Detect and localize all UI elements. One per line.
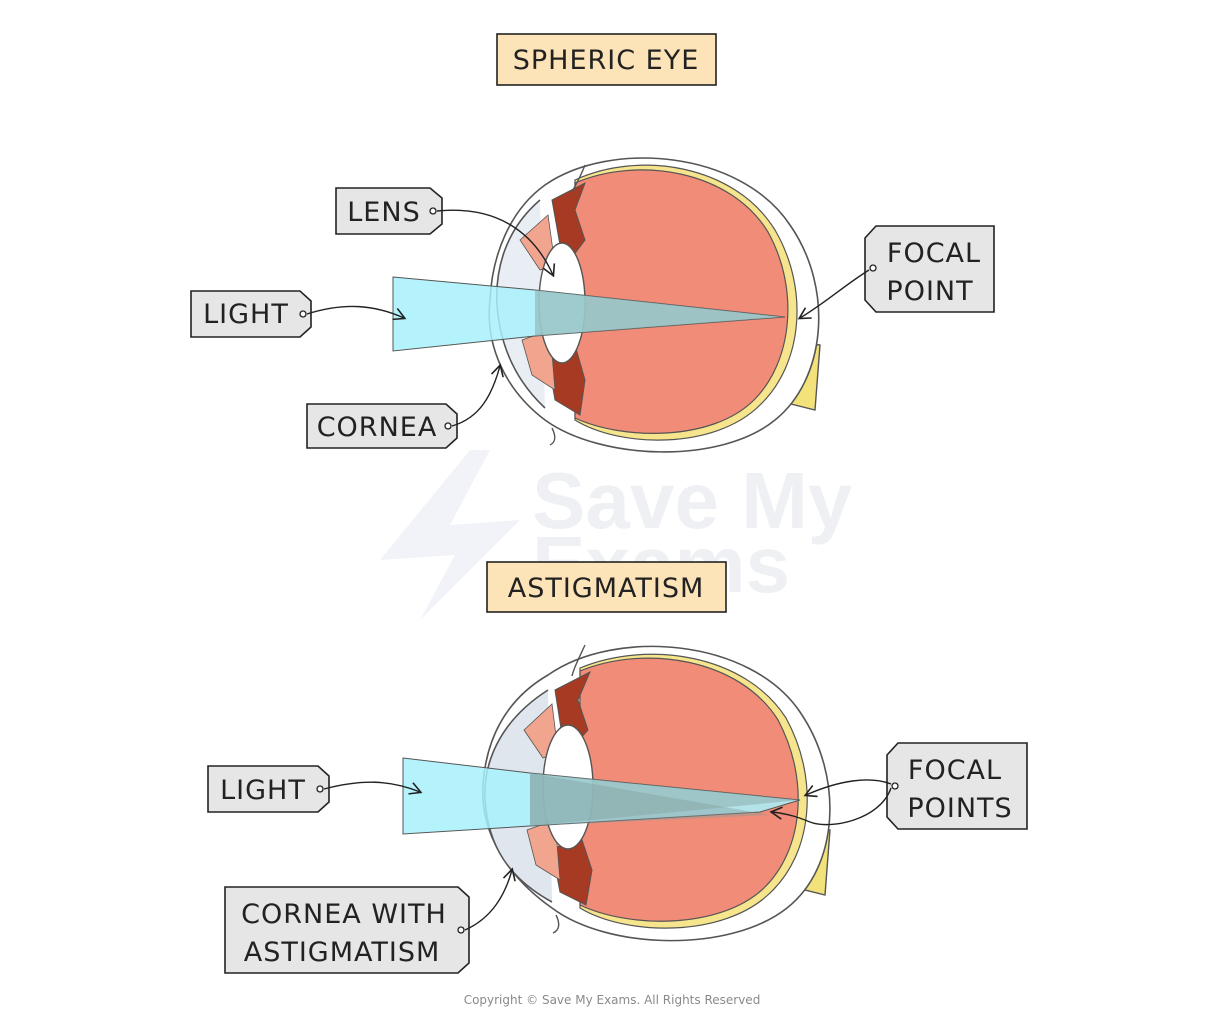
watermark-bolt-icon: [380, 450, 520, 620]
label-cornea: CORNEA: [306, 363, 504, 449]
label-cornea-astigmatism: CORNEA WITH ASTIGMATISM: [224, 867, 516, 974]
eyeball-body: [574, 169, 789, 434]
label-light-top: LIGHT: [190, 290, 407, 338]
label-focal-point-line-2: POINT: [886, 276, 973, 307]
label-focal-points-line-2: POINTS: [907, 793, 1012, 824]
title-spheric-eye: SPHERIC EYE: [513, 45, 700, 76]
label-lens-text: LENS: [347, 197, 420, 228]
eye-illustration: [392, 157, 821, 453]
label-light-bottom: LIGHT: [207, 765, 423, 813]
spheric-eye-section: SPHERIC EYE: [190, 33, 995, 453]
title-astigmatism: ASTIGMATISM: [508, 573, 705, 604]
label-focal-point-line-1: FOCAL: [887, 238, 981, 269]
watermark-line-1: Save My: [532, 456, 853, 545]
title-box-astigmatism: ASTIGMATISM: [486, 561, 727, 613]
label-light-bottom-text: LIGHT: [220, 775, 306, 806]
label-cornea-astigmatism-line-1: CORNEA WITH: [241, 899, 447, 930]
label-light-top-text: LIGHT: [203, 299, 289, 330]
title-box-spheric-eye: SPHERIC EYE: [496, 33, 717, 86]
label-cornea-text: CORNEA: [317, 412, 438, 443]
astigmatism-section: ASTIGMATISM LIGHT: [207, 561, 1028, 974]
label-focal-points: FOCAL POINTS: [769, 742, 1028, 830]
label-lens: LENS: [335, 187, 556, 278]
label-focal-points-line-1: FOCAL: [908, 755, 1002, 786]
eye-illustration-astigmatic: [402, 644, 831, 942]
label-focal-point: FOCAL POINT: [797, 225, 995, 320]
label-cornea-astigmatism-line-2: ASTIGMATISM: [244, 937, 441, 968]
copyright-text: Copyright © Save My Exams. All Rights Re…: [464, 993, 761, 1007]
